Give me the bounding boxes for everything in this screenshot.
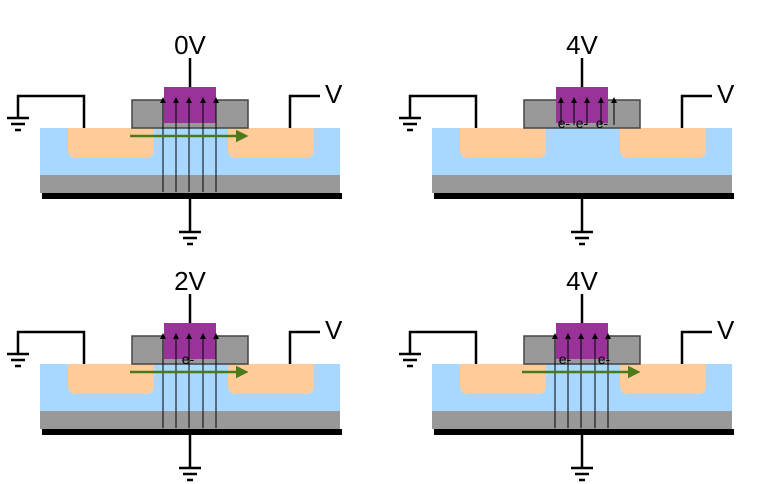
source-wire (408, 330, 478, 364)
source-region (68, 364, 154, 394)
oxide-base (432, 175, 732, 193)
electron-label: e- (558, 115, 571, 131)
source-wire (16, 94, 86, 128)
gate-voltage-label: 0V (174, 30, 206, 60)
drain-voltage-label: V (325, 315, 343, 345)
source-region (68, 128, 154, 158)
drain-region (228, 364, 314, 394)
oxide-base (40, 175, 340, 193)
metal-base (42, 193, 342, 199)
drain-voltage-label: V (717, 315, 735, 345)
source-wire (408, 94, 478, 128)
source-region (460, 128, 546, 158)
drain-wire (680, 330, 712, 364)
drain-voltage-label: V (717, 79, 735, 109)
gate-voltage-label: 2V (174, 266, 206, 296)
drain-region (228, 128, 314, 158)
electron-label: e- (182, 351, 195, 367)
gate-electrode (556, 323, 608, 359)
drain-wire (288, 330, 320, 364)
gate-electrode (556, 87, 608, 123)
transistor-panel: 0V V (7, 30, 343, 246)
metal-base (42, 429, 342, 435)
metal-base (434, 193, 734, 199)
drain-wire (680, 94, 712, 128)
transistor-panel: e-e-e- 4V V (399, 30, 735, 246)
gate-voltage-label: 4V (566, 266, 598, 296)
electron-label: e- (576, 115, 589, 131)
metal-base (434, 429, 734, 435)
electron-label: e- (598, 351, 611, 367)
source-region (460, 364, 546, 394)
transistor-panel: e- 2V V (7, 266, 343, 482)
oxide-base (432, 411, 732, 429)
gate-electrode (164, 87, 216, 123)
gate-voltage-label: 4V (566, 30, 598, 60)
drain-region (620, 364, 706, 394)
gate-electrode (164, 323, 216, 359)
oxide-base (40, 411, 340, 429)
drain-wire (288, 94, 320, 128)
electron-label: e- (596, 115, 609, 131)
transistor-panel: e-e- 4V V (399, 266, 735, 482)
drain-voltage-label: V (325, 79, 343, 109)
drain-region (620, 128, 706, 158)
electron-label: e- (559, 351, 572, 367)
source-wire (16, 330, 86, 364)
